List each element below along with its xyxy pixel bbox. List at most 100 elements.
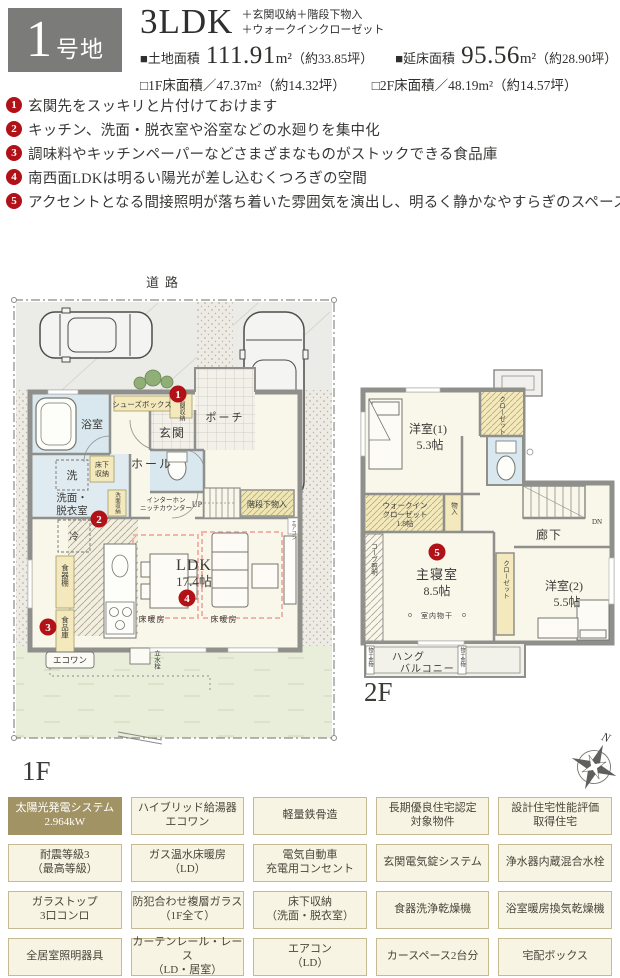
label-storage-2f: 物入 bbox=[450, 501, 458, 516]
room-label-ldk: LDK bbox=[176, 557, 212, 574]
svg-text:2: 2 bbox=[96, 514, 102, 526]
room-label-master: 主寝室 bbox=[416, 567, 458, 582]
feature-list: 1 玄関先をスッキリと片付けておけます 2 キッチン、洗面・脱衣室や浴室などの水… bbox=[6, 93, 620, 213]
label-closet-mid: クローゼット bbox=[502, 560, 510, 600]
label-faucet: 立水栓 bbox=[153, 649, 161, 671]
label-entry-storage: 玄関収納 bbox=[178, 396, 185, 422]
shrubs bbox=[133, 369, 174, 390]
land-area-value: 111.91 bbox=[205, 42, 276, 69]
feature-item: 2 キッチン、洗面・脱衣室や浴室などの水廻りを集中化 bbox=[6, 117, 616, 141]
aircon-label: エアコン bbox=[291, 520, 297, 540]
label-cove-lighting: コーブ照明 bbox=[370, 543, 378, 577]
feature-item: 5 アクセントとなる間接照明が落ち着いた雰囲気を演出し、明るく静かなやすらぎのス… bbox=[6, 189, 620, 213]
equipment-item-ev-outlet: 電気自動車充電用コンセント bbox=[253, 844, 367, 882]
total-area-tsubo: （約28.90坪） bbox=[535, 51, 618, 66]
label-intercom-2: ニッチカウンター bbox=[140, 503, 192, 512]
storage-2f bbox=[444, 494, 462, 532]
stairs-2f bbox=[522, 485, 586, 520]
label-wic-3: 1.8帖 bbox=[397, 518, 414, 528]
floor-plans: 道路 bbox=[11, 275, 617, 790]
equipment-item-car-space: カースペース2台分 bbox=[375, 938, 490, 976]
equipment-item-curtain-rail: カーテンレール・レース（LD・居室） bbox=[130, 936, 245, 976]
kitchen-counter bbox=[103, 543, 137, 639]
label-vanity-storage: 洗面収納 bbox=[114, 491, 121, 515]
balcony bbox=[364, 642, 526, 678]
plan-marker-2: 2 bbox=[90, 510, 108, 528]
equipment-item-water-purifier: 浄水器内蔵混合水栓 bbox=[498, 844, 612, 882]
stove bbox=[105, 601, 135, 635]
plan-extra-2: ＋ウォークインクローゼット bbox=[241, 23, 385, 36]
plan-type-row: 3LDK ＋玄関収納＋階段下物入 ＋ウォークインクローゼット bbox=[140, 4, 618, 39]
label-drying-hw-right: 物干金物 bbox=[460, 646, 466, 668]
room-label-room2-size: 5.5帖 bbox=[553, 594, 580, 609]
site-plan-1f: 道路 bbox=[11, 275, 337, 786]
equipment-item-gas-floor-heating: ガス温水床暖房（LD） bbox=[130, 844, 245, 882]
feature-number-badge: 2 bbox=[6, 121, 22, 137]
equipment-item-seismic-grade: 耐震等級3（最高等級） bbox=[8, 844, 122, 882]
equipment-item-dishwasher: 食器洗浄乾燥機 bbox=[375, 891, 490, 929]
desk-room1 bbox=[368, 398, 391, 441]
windows-1f bbox=[27, 389, 279, 653]
equipment-item-electric-lock: 玄関電気錠システム bbox=[375, 844, 490, 882]
feature-text: アクセントとなる間接照明が落ち着いた雰囲気を演出し、明るく静かなやすらぎのスペー… bbox=[28, 194, 620, 211]
label-up: UP bbox=[192, 500, 203, 509]
plan-marker-5: 5 bbox=[428, 543, 446, 561]
car-left bbox=[39, 307, 153, 363]
equipment-item-aircon: エアコン（LD） bbox=[253, 938, 367, 976]
area-row: ■土地面積 111.91 m² （約33.85坪） ■延床面積 95.56 m²… bbox=[140, 42, 618, 70]
svg-text:1: 1 bbox=[175, 389, 181, 401]
label-intercom-1: インターホン bbox=[147, 495, 186, 504]
label-wic-1: ウォークイン bbox=[383, 501, 428, 510]
washer-space bbox=[55, 459, 89, 491]
desk-room2 bbox=[537, 617, 579, 639]
room-label-master-size: 8.5帖 bbox=[423, 583, 450, 598]
floor-heating-area-2 bbox=[201, 531, 283, 619]
feature-number-badge: 5 bbox=[6, 193, 22, 209]
feature-text: 調味料やキッチンペーパーなどさまざまなものがストックできる食品庫 bbox=[28, 146, 498, 163]
total-area-label: ■延床面積 bbox=[395, 51, 456, 66]
feature-item: 3 調味料やキッチンペーパーなどさまざまなものがストックできる食品庫 bbox=[6, 141, 616, 165]
total-area-value: 95.56 bbox=[461, 42, 520, 69]
coffee-table bbox=[251, 563, 279, 589]
floor1-area: □1F床面積／47.37m²（約14.32坪） bbox=[140, 78, 346, 93]
kitchen-sink bbox=[111, 554, 129, 578]
room-label-bath: 浴室 bbox=[81, 417, 103, 431]
ecoone-unit bbox=[45, 651, 95, 669]
toilet-bowl-2f bbox=[496, 455, 516, 481]
gate-mark bbox=[117, 731, 163, 745]
land-area-tsubo: （約33.85坪） bbox=[291, 51, 374, 66]
interior-walls-2f bbox=[363, 390, 612, 643]
storage-boxes-1f bbox=[55, 393, 193, 653]
porch-tiles bbox=[195, 368, 255, 450]
lot-badge: 1 号地 bbox=[8, 8, 122, 72]
equipment-item-long-term-cert: 長期優良住宅認定対象物件 bbox=[375, 797, 490, 835]
room-label-powder-2: 脱衣室 bbox=[56, 504, 88, 517]
closet-mid bbox=[495, 552, 515, 636]
feature-text: キッチン、洗面・脱衣室や浴室などの水廻りを集中化 bbox=[28, 122, 380, 139]
room-label-room2: 洋室(2) bbox=[545, 578, 583, 593]
label-ecoone: エコワン bbox=[53, 655, 87, 665]
floor-area-row: □1F床面積／47.37m²（約14.32坪） □2F床面積／48.19m²（約… bbox=[140, 74, 618, 94]
floor-label-1f: 1F bbox=[22, 756, 51, 786]
equipment-item-performance-eval: 設計住宅性能評価取得住宅 bbox=[498, 797, 612, 835]
stairs-1f bbox=[200, 487, 241, 519]
aircon-unit-1f bbox=[287, 517, 299, 535]
feature-number-badge: 3 bbox=[6, 145, 22, 161]
label-floor-heating-2: 床暖房 bbox=[211, 614, 238, 624]
site-boundary bbox=[13, 299, 335, 739]
label-shoes-box: シューズボックス bbox=[112, 399, 171, 409]
lot-suffix: 号地 bbox=[56, 37, 104, 62]
label-closet-top: クローゼット bbox=[498, 396, 506, 436]
floor-label-2f: 2F bbox=[364, 677, 393, 707]
land-area-unit: m² bbox=[275, 51, 292, 67]
label-underfloor-2: 収納 bbox=[95, 469, 109, 478]
plan-marker-1: 1 bbox=[169, 385, 187, 403]
floor-heating-area-1 bbox=[132, 534, 199, 619]
room-label-corridor: 廊下 bbox=[536, 527, 562, 542]
room-label-room1: 洋室(1) bbox=[409, 421, 447, 436]
room-label-powder-1: 洗面・ bbox=[56, 492, 88, 504]
feature-number-badge: 1 bbox=[6, 97, 22, 113]
equipment-item-lighting: 全居室照明器具 bbox=[8, 938, 122, 976]
feature-number-badge: 4 bbox=[6, 169, 22, 185]
